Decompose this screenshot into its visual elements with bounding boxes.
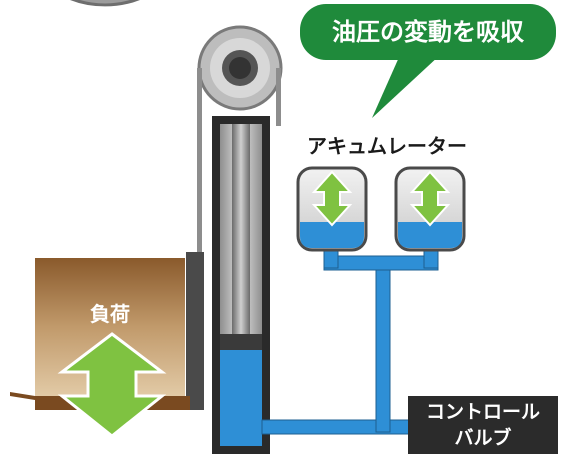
control-valve-label-line1: コントロール [425, 401, 540, 423]
pulley-wheel [197, 25, 283, 111]
accumulator-label: アキュムレーター [307, 134, 467, 158]
accumulator-right-double-arrow-icon [409, 170, 451, 227]
callout-text: 油圧の変動を吸収 [332, 18, 524, 46]
load-double-arrow-icon [57, 332, 167, 438]
control-valve-box [408, 396, 558, 454]
load-label: 負荷 [90, 302, 130, 326]
control-valve-label-line2: バルブ [454, 427, 512, 449]
mast-post [186, 252, 204, 410]
chain-left [197, 68, 202, 408]
accumulator-left-double-arrow-icon [311, 170, 353, 227]
gear-icon [70, 0, 140, 7]
hydraulic-cylinder [212, 116, 270, 454]
callout-bubble [300, 4, 556, 118]
accumulator-right [394, 166, 466, 252]
chain-right [276, 68, 281, 126]
